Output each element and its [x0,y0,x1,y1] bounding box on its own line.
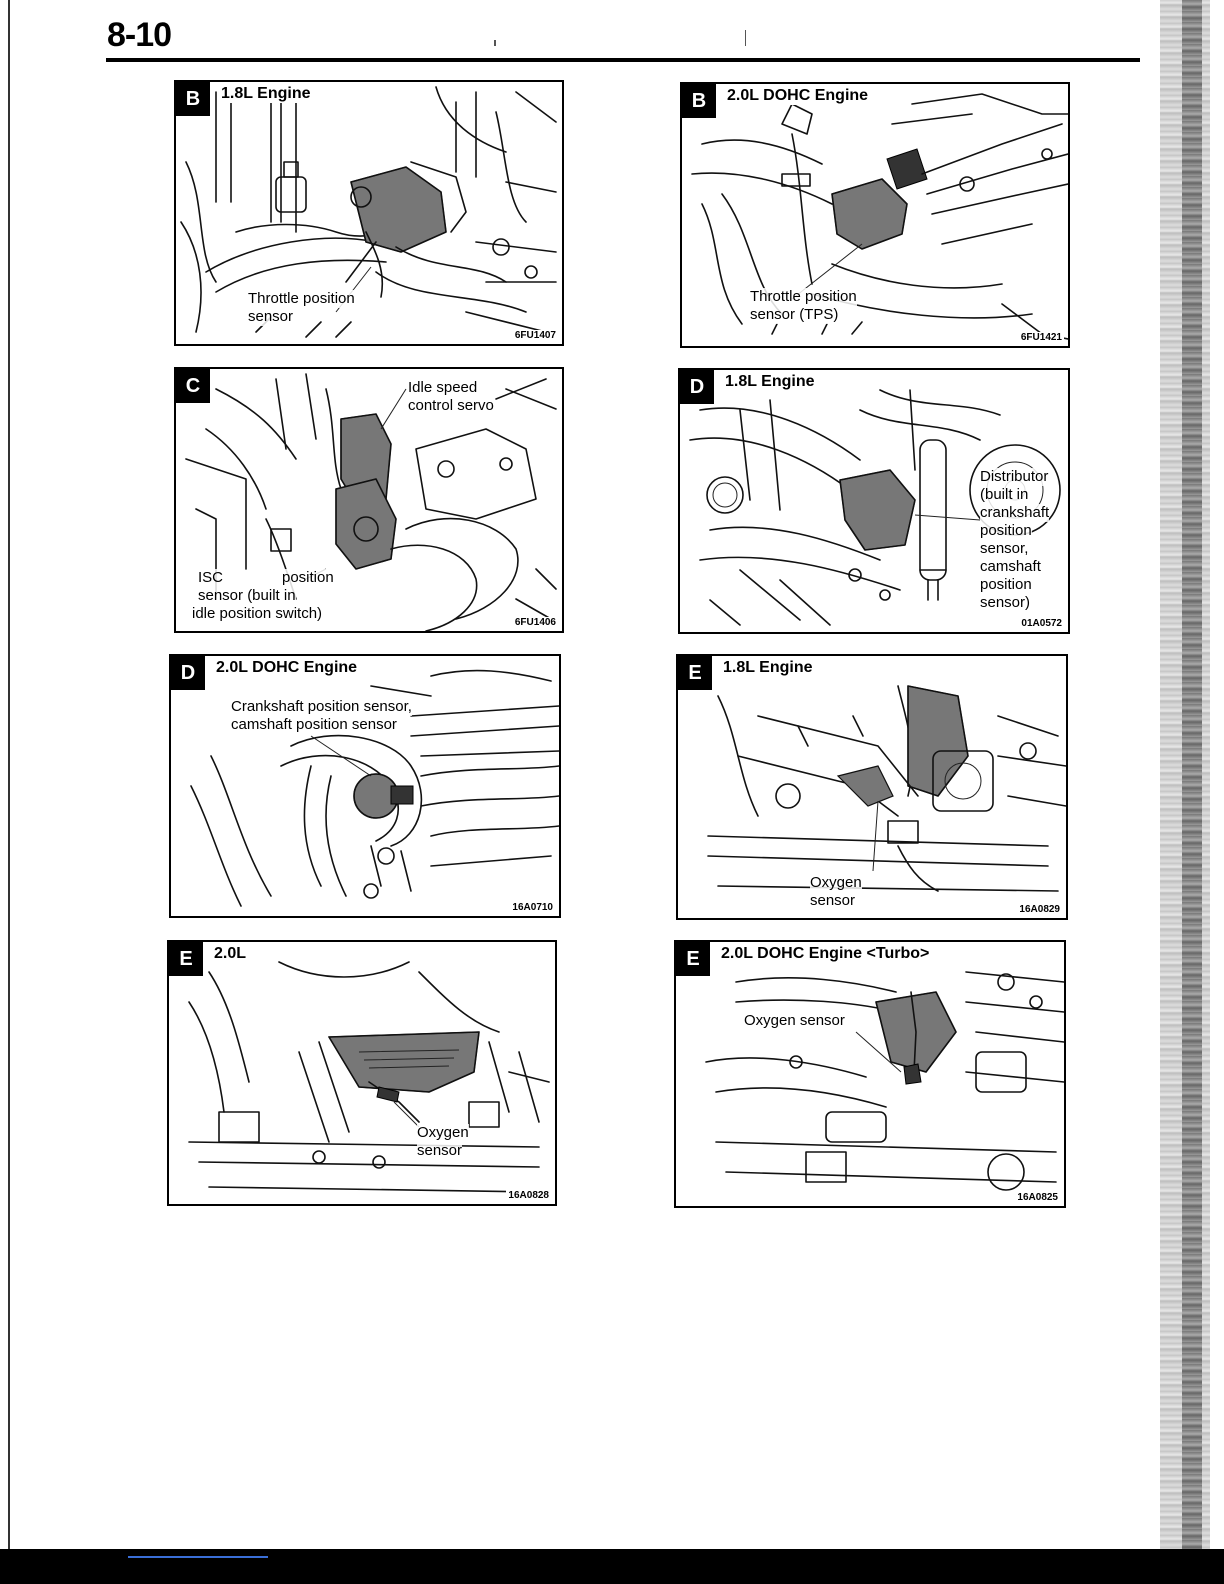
callout-label: ISC [198,569,224,587]
scan-bottom-mark [128,1556,268,1558]
callout-label: idle position switch) [192,605,323,623]
engine-illustration [691,93,1068,340]
figure-code: 16A0710 [510,902,555,913]
section-badge: D [680,370,714,404]
section-badge: E [169,942,203,976]
callout-label: Crankshaft position sensor, [231,698,412,716]
section-badge: C [176,369,210,403]
scan-bottom-edge [0,1549,1224,1584]
engine-illustration [190,669,559,907]
figure-panel-d-2-0l-dohc: D 2.0L DOHC Engine Crankshaft position s… [169,654,561,918]
scan-left-edge [8,0,10,1584]
figure-code: 01A0572 [1019,618,1064,629]
callout-label: Distributor [980,468,1049,486]
scan-binding-shadow [1182,0,1202,1584]
callout-label: position [282,569,334,587]
engine-illustration [689,389,1061,626]
engine-title: 2.0L DOHC Engine <Turbo> [718,945,933,963]
engine-illustration [185,373,557,631]
engine-illustration [188,961,550,1193]
figure-panel-b-1-8l: B 1.8L Engine Throttle position sensor 6… [174,80,564,346]
callout-label: Throttle position [248,290,355,308]
scan-speck [745,30,746,46]
engine-title: 2.0L [211,945,250,963]
callout-label: Oxygen sensor [744,1012,845,1030]
callout-label: crankshaft [980,504,1050,522]
figure-panel-c-isc: C Idle speed control servo ISC position … [174,367,564,633]
callout-label: Throttle position [750,288,857,306]
engine-title: 2.0L DOHC Engine [213,659,361,677]
callout-label: Idle speed [408,379,478,397]
callout-label: sensor [810,892,856,910]
engine-illustration [707,685,1066,892]
engine-title: 2.0L DOHC Engine [724,87,872,105]
section-badge: E [676,942,710,976]
callout-label: position [980,522,1032,540]
section-badge: E [678,656,712,690]
section-badge: B [682,84,716,118]
callout-label: Oxygen [810,874,862,892]
engine-title: 1.8L Engine [218,85,314,103]
figure-panel-b-2-0l-dohc: B 2.0L DOHC Engine Throttle position sen… [680,82,1070,348]
figure-panel-e-1-8l: E 1.8L Engine Oxygen sensor 16A0829 [676,654,1068,920]
figure-code: 16A0825 [1015,1192,1060,1203]
page-number: 8-10 [107,16,172,54]
figure-code: 6FU1421 [1018,332,1064,343]
callout-label: sensor, [980,540,1029,558]
callout-label: position [980,576,1032,594]
figure-code: 16A0828 [506,1190,551,1201]
engine-title: 1.8L Engine [722,373,818,391]
callout-label: camshaft position sensor [231,716,397,734]
callout-label: sensor (TPS) [750,306,839,324]
figure-code: 6FU1407 [512,330,558,341]
engine-title: 1.8L Engine [720,659,816,677]
callout-label: sensor (built in [198,587,296,605]
figure-panel-d-1-8l: D 1.8L Engine Distributor (built in cran… [678,368,1070,634]
engine-illustration [180,86,557,338]
scan-speck [494,40,496,46]
header-rule [106,58,1140,62]
callout-label: sensor [248,308,294,326]
section-badge: B [176,82,210,116]
callout-label: Oxygen [417,1124,469,1142]
engine-illustration [705,971,1064,1191]
callout-label: sensor) [980,594,1031,612]
callout-label: camshaft [980,558,1041,576]
figure-code: 6FU1406 [512,617,558,628]
callout-label: (built in [980,486,1029,504]
callout-label: control servo [408,397,494,415]
section-badge: D [171,656,205,690]
callout-label: sensor [417,1142,463,1160]
figure-panel-e-2-0l: E 2.0L Oxygen sensor 16A0828 [167,940,557,1206]
figure-code: 16A0829 [1017,904,1062,915]
figure-panel-e-2-0l-dohc-turbo: E 2.0L DOHC Engine <Turbo> Oxygen sensor… [674,940,1066,1208]
